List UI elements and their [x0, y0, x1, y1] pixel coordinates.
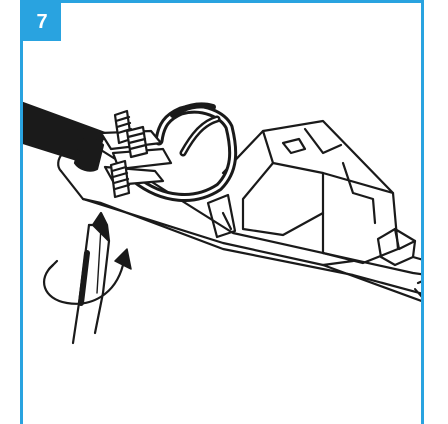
- terminal-block: [206, 119, 421, 298]
- wire-conductors: [130, 102, 238, 202]
- screwdriver-icon: [71, 211, 111, 345]
- power-cable: [23, 101, 107, 172]
- clamp-screw-bottom: [109, 159, 131, 199]
- plug-housing: [57, 131, 421, 302]
- terminal-screw: [125, 125, 149, 159]
- step-number-badge: 7: [23, 3, 61, 41]
- wiring-illustration: [23, 101, 421, 345]
- instruction-frame: 7: [20, 0, 424, 424]
- rotate-clockwise-arrow-icon: [43, 248, 132, 305]
